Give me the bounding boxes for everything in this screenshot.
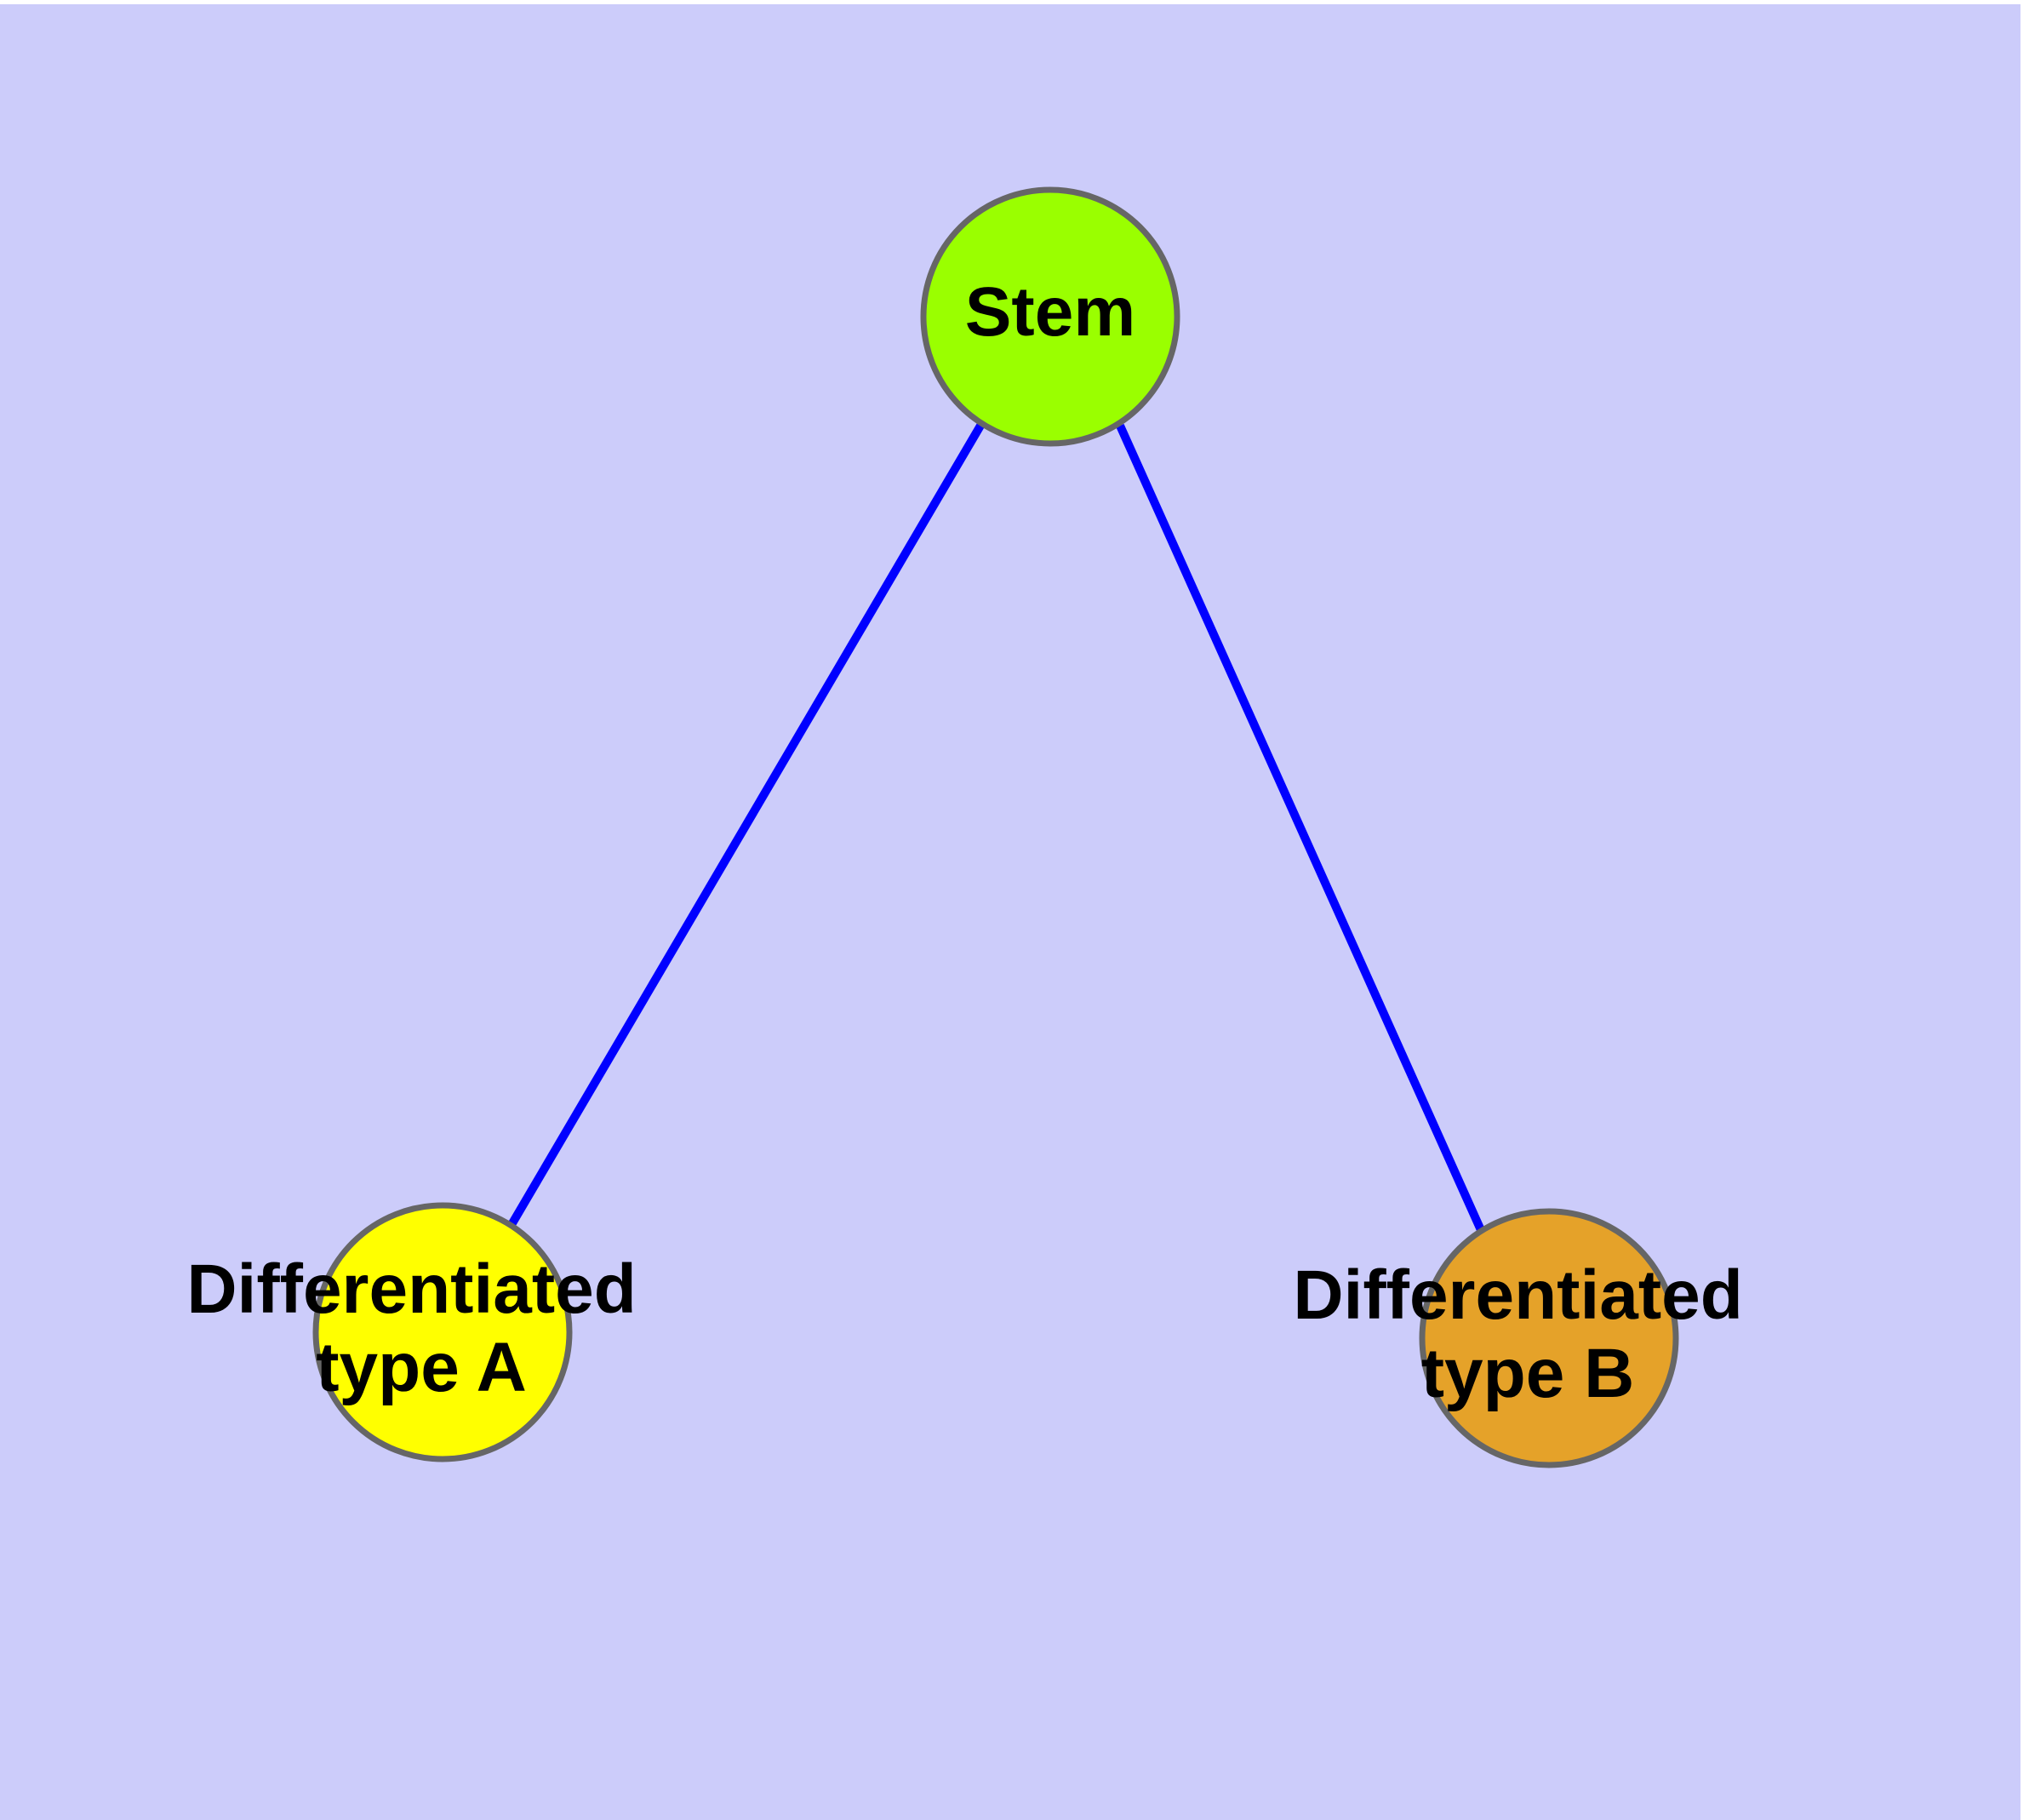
node-diff-b-circle[interactable] (1419, 1208, 1679, 1468)
node-diff-b-label-line-2: type B (1421, 1335, 1635, 1412)
node-stem-label: Stem (965, 273, 1136, 351)
graph-canvas: Stem Differentiated type A Differentiate… (0, 4, 2020, 1820)
graph-svg: Stem Differentiated type A Differentiate… (186, 186, 1762, 1468)
node-diff-a-label: Differentiated type A (186, 1251, 655, 1406)
edge-layer (508, 423, 1485, 1233)
edge-stem-to-diff-b[interactable] (1116, 423, 1485, 1233)
edge-stem-to-diff-a[interactable] (508, 423, 985, 1226)
node-diff-a-label-line-2: type A (316, 1329, 527, 1406)
node-stem-circle[interactable] (920, 186, 1180, 447)
node-diff-a-circle[interactable] (312, 1202, 573, 1462)
node-layer (312, 186, 1679, 1468)
node-diff-b-label-line-1: Differentiated (1293, 1256, 1743, 1334)
node-stem-label-line-1: Stem (965, 273, 1136, 351)
label-layer: Stem Differentiated type A Differentiate… (186, 273, 1762, 1412)
node-diff-a-label-line-1: Differentiated (186, 1251, 637, 1328)
node-diff-b-label: Differentiated type B (1293, 1256, 1762, 1412)
